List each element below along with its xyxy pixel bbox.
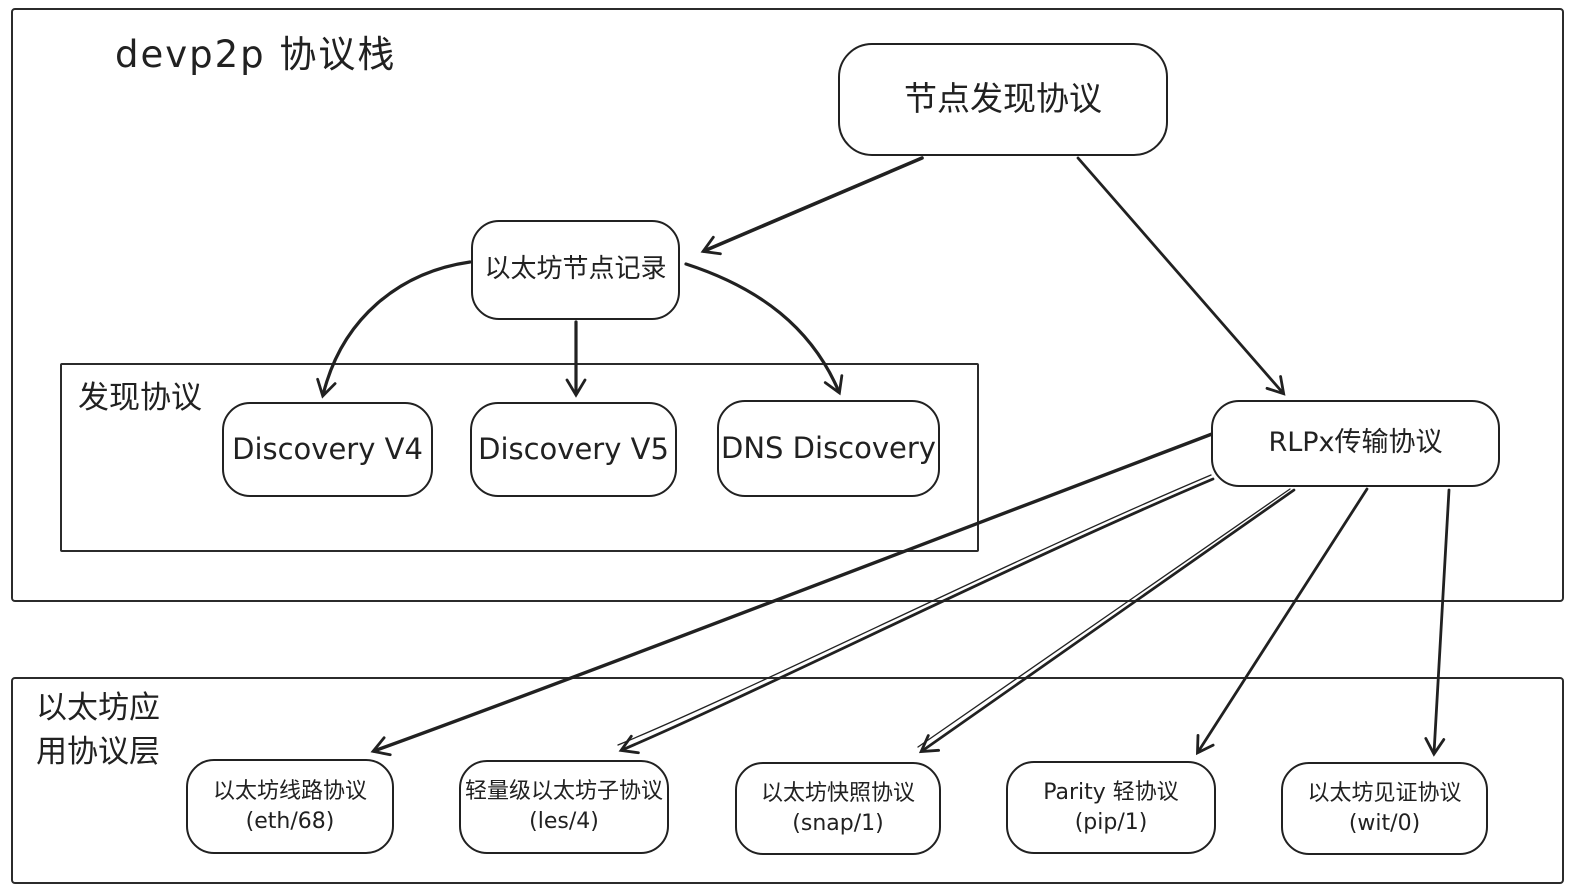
ethereum-node-record-label: 以太坊节点记录 xyxy=(484,254,667,285)
discovery-v4-label: Discovery V4 xyxy=(232,431,423,466)
discovery-v4-box: Discovery V4 xyxy=(222,402,433,497)
snapshot-protocol-label-line2: (snap/1) xyxy=(792,810,884,836)
eth-wire-protocol-box: 以太坊线路协议 (eth/68) xyxy=(186,759,394,854)
discovery-group-label: 发现协议 xyxy=(78,380,202,416)
dns-discovery-label: DNS Discovery xyxy=(721,430,936,465)
witness-protocol-label-line2: (wit/0) xyxy=(1348,810,1421,836)
discovery-v5-label: Discovery V5 xyxy=(478,431,669,466)
witness-protocol-label-line1: 以太坊见证协议 xyxy=(1307,780,1462,806)
eth-wire-protocol-label-line1: 以太坊线路协议 xyxy=(212,778,367,804)
dns-discovery-box: DNS Discovery xyxy=(717,400,940,497)
ethereum-node-record-box: 以太坊节点记录 xyxy=(471,220,680,320)
diagram-title: devp2p 协议栈 xyxy=(115,33,397,76)
witness-protocol-box: 以太坊见证协议 (wit/0) xyxy=(1281,762,1488,855)
light-ethereum-subprotocol-label-line1: 轻量级以太坊子协议 xyxy=(464,779,663,805)
app-layer-label-line2: 用协议层 xyxy=(36,734,160,771)
parity-light-protocol-label-line1: Parity 轻协议 xyxy=(1043,779,1179,805)
snapshot-protocol-box: 以太坊快照协议 (snap/1) xyxy=(735,762,941,855)
parity-light-protocol-label-line2: (pip/1) xyxy=(1074,809,1148,835)
rlpx-transport-protocol-box: RLPx传输协议 xyxy=(1211,400,1500,487)
rlpx-transport-protocol-label: RLPx传输协议 xyxy=(1268,427,1443,459)
snapshot-protocol-label-line1: 以太坊快照协议 xyxy=(760,780,915,806)
node-discovery-protocol-label: 节点发现协议 xyxy=(904,79,1102,119)
node-discovery-protocol-box: 节点发现协议 xyxy=(838,43,1168,156)
app-layer-group-label: 以太坊应 用协议层 xyxy=(36,686,160,774)
discovery-v5-box: Discovery V5 xyxy=(470,402,677,497)
parity-light-protocol-box: Parity 轻协议 (pip/1) xyxy=(1006,761,1216,854)
eth-wire-protocol-label-line2: (eth/68) xyxy=(245,808,335,834)
light-ethereum-subprotocol-label-line2: (les/4) xyxy=(529,809,599,834)
app-layer-label-line1: 以太坊应 xyxy=(36,690,160,726)
light-ethereum-subprotocol-box: 轻量级以太坊子协议 (les/4) xyxy=(459,760,669,854)
